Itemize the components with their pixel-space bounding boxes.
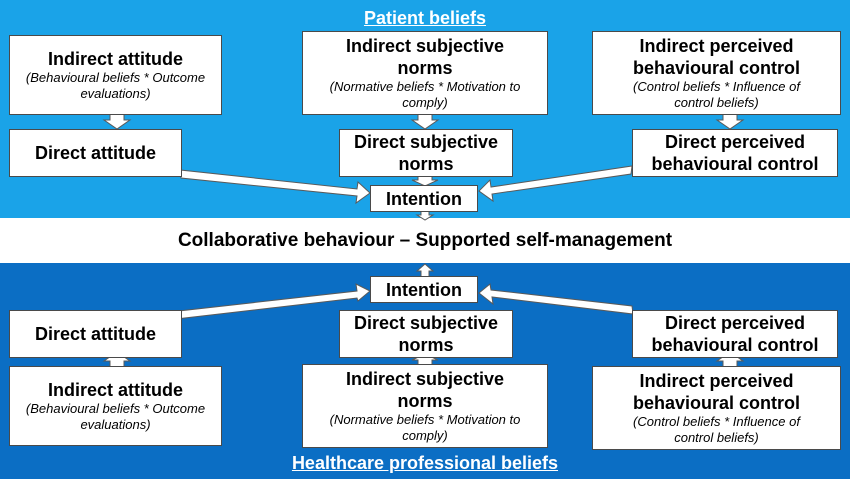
patient-intention-box: Intention	[370, 185, 478, 212]
professional-indirect-norms-box: Indirect subjective norms (Normative bel…	[302, 364, 548, 448]
professional-indirect-control-box: Indirect perceived behavioural control (…	[592, 366, 841, 450]
arrow-down	[102, 113, 132, 130]
box-title: Direct subjective norms	[353, 132, 499, 174]
patient-indirect-attitude-box: Indirect attitude (Behavioural beliefs *…	[9, 35, 222, 115]
box-title: Indirect attitude	[47, 380, 183, 400]
box-title: Direct attitude	[34, 324, 157, 344]
professional-indirect-attitude-box: Indirect attitude (Behavioural beliefs *…	[9, 366, 222, 446]
box-subtitle: (Normative beliefs * Motivation to compl…	[329, 79, 521, 110]
professional-intention-box: Intention	[370, 276, 478, 303]
box-title: Direct attitude	[34, 143, 157, 163]
patient-indirect-control-box: Indirect perceived behavioural control (…	[592, 31, 841, 115]
box-title: Indirect perceived behavioural control	[632, 371, 801, 413]
box-title: Direct perceived behavioural control	[651, 313, 819, 355]
arrow-down	[410, 113, 440, 130]
patient-direct-attitude-box: Direct attitude	[9, 129, 182, 177]
box-title: Direct perceived behavioural control	[651, 132, 819, 174]
patient-beliefs-title: Patient beliefs	[363, 8, 487, 28]
box-title: Intention	[386, 188, 462, 209]
arrow-down	[415, 210, 435, 221]
patient-direct-norms-box: Direct subjective norms	[339, 129, 513, 177]
arrow-attitude-to-intention	[179, 169, 371, 205]
arrow-down	[715, 113, 745, 130]
patient-direct-control-box: Direct perceived behavioural control	[632, 129, 838, 177]
arrow-attitude-to-intention	[149, 283, 371, 323]
professional-direct-control-box: Direct perceived behavioural control	[632, 310, 838, 358]
professional-beliefs-title: Healthcare professional beliefs	[291, 453, 559, 473]
patient-indirect-norms-box: Indirect subjective norms (Normative bel…	[302, 31, 548, 115]
box-subtitle: (Control beliefs * Influence of control …	[633, 79, 800, 110]
box-title: Indirect subjective norms	[345, 369, 505, 411]
box-title: Direct subjective norms	[353, 313, 499, 355]
collaborative-behaviour-label: Collaborative behaviour – Supported self…	[177, 230, 673, 251]
professional-direct-norms-box: Direct subjective norms	[339, 310, 513, 358]
box-subtitle: (Behavioural beliefs * Outcome evaluatio…	[25, 70, 206, 101]
box-subtitle: (Normative beliefs * Motivation to compl…	[329, 412, 521, 443]
arrow-control-to-intention	[478, 165, 633, 203]
professional-direct-attitude-box: Direct attitude	[9, 310, 182, 358]
box-title: Intention	[386, 279, 462, 300]
box-title: Indirect subjective norms	[345, 36, 505, 78]
box-subtitle: (Control beliefs * Influence of control …	[633, 414, 800, 445]
arrow-control-to-intention	[478, 283, 634, 315]
behaviour-band	[0, 218, 850, 263]
box-title: Indirect attitude	[47, 49, 183, 69]
box-subtitle: (Behavioural beliefs * Outcome evaluatio…	[25, 401, 206, 432]
box-title: Indirect perceived behavioural control	[632, 36, 801, 78]
